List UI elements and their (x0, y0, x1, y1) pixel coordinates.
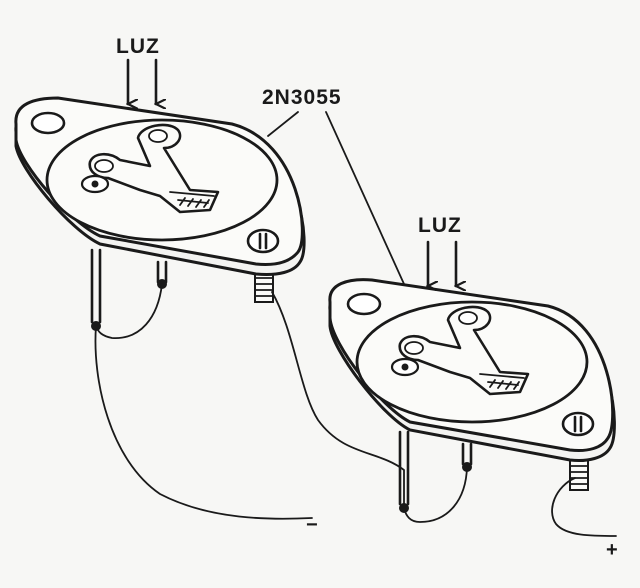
leader-line-right (325, 111, 405, 285)
leader-line-left (267, 111, 299, 137)
terminal-minus-label: − (306, 514, 318, 536)
luz-label-right: LUZ (418, 214, 462, 237)
transistor-right: LUZ (328, 214, 616, 513)
die-left (80, 123, 220, 214)
mount-hole-left-a (30, 111, 66, 135)
wire-series-link (271, 291, 405, 509)
mount-hole-right-b (561, 411, 595, 437)
leg-left-emitter (90, 248, 102, 331)
wire-left-base-emitter (95, 283, 163, 339)
terminal-plus-label: + (606, 539, 618, 561)
screw-right (569, 459, 589, 491)
die-right (390, 305, 530, 396)
wire-right-base-emitter (403, 466, 468, 523)
can-left (45, 118, 279, 242)
mount-hole-left-b (246, 228, 280, 254)
mount-hole-right-a (346, 292, 382, 316)
can-right (355, 300, 589, 424)
wire-minus (94, 325, 313, 520)
wire-plus (551, 477, 617, 537)
part-number-label: 2N3055 (262, 86, 342, 109)
screw-left (254, 271, 274, 303)
transistor-left: LUZ (14, 35, 306, 331)
luz-label-left: LUZ (116, 35, 160, 58)
